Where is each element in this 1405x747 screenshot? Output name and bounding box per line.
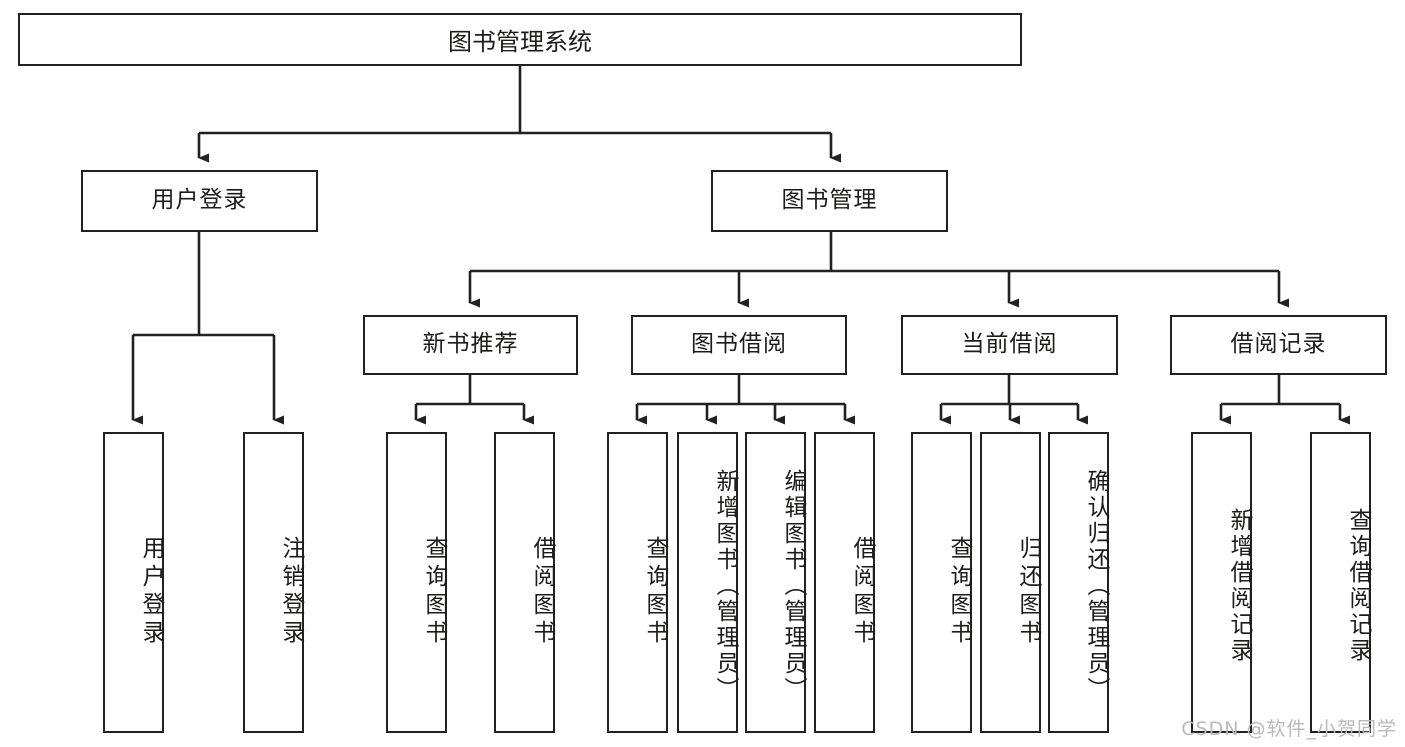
node-book-borrow[interactable]: 图书借阅 [631,315,847,375]
node-book-management[interactable]: 图书管理 [711,170,948,232]
node-new-book-recommend[interactable]: 新书推荐 [363,315,578,375]
leaf-book-borrow-add-book-admin[interactable]: 新增图书（管理员） [677,432,738,733]
node-borrow-record[interactable]: 借阅记录 [1170,315,1387,375]
leaf-book-borrow-query-book[interactable]: 查询图书 [607,432,668,733]
leaf-new-book-borrow-book[interactable]: 借阅图书 [494,432,555,733]
leaf-new-book-query-book[interactable]: 查询图书 [386,432,447,733]
leaf-book-borrow-edit-book-admin[interactable]: 编辑图书（管理员） [745,432,806,733]
leaf-current-borrow-confirm-return-admin[interactable]: 确认归还（管理员） [1048,432,1109,733]
node-root-system[interactable]: 图书管理系统 [18,13,1022,66]
leaf-current-borrow-query-book[interactable]: 查询图书 [911,432,972,733]
leaf-borrow-record-add-record[interactable]: 新增借阅记录 [1191,432,1252,733]
node-user-login[interactable]: 用户登录 [81,170,318,232]
leaf-current-borrow-return-book[interactable]: 归还图书 [980,432,1041,733]
leaf-user-login-signout[interactable]: 注销登录 [243,432,304,733]
node-current-borrow[interactable]: 当前借阅 [901,315,1118,375]
leaf-book-borrow-borrow-book[interactable]: 借阅图书 [814,432,875,733]
watermark-text: CSDN @软件_小贺同学 [1181,718,1397,740]
leaf-user-login-signin[interactable]: 用户登录 [103,432,164,733]
leaf-borrow-record-query-record[interactable]: 查询借阅记录 [1310,432,1371,733]
